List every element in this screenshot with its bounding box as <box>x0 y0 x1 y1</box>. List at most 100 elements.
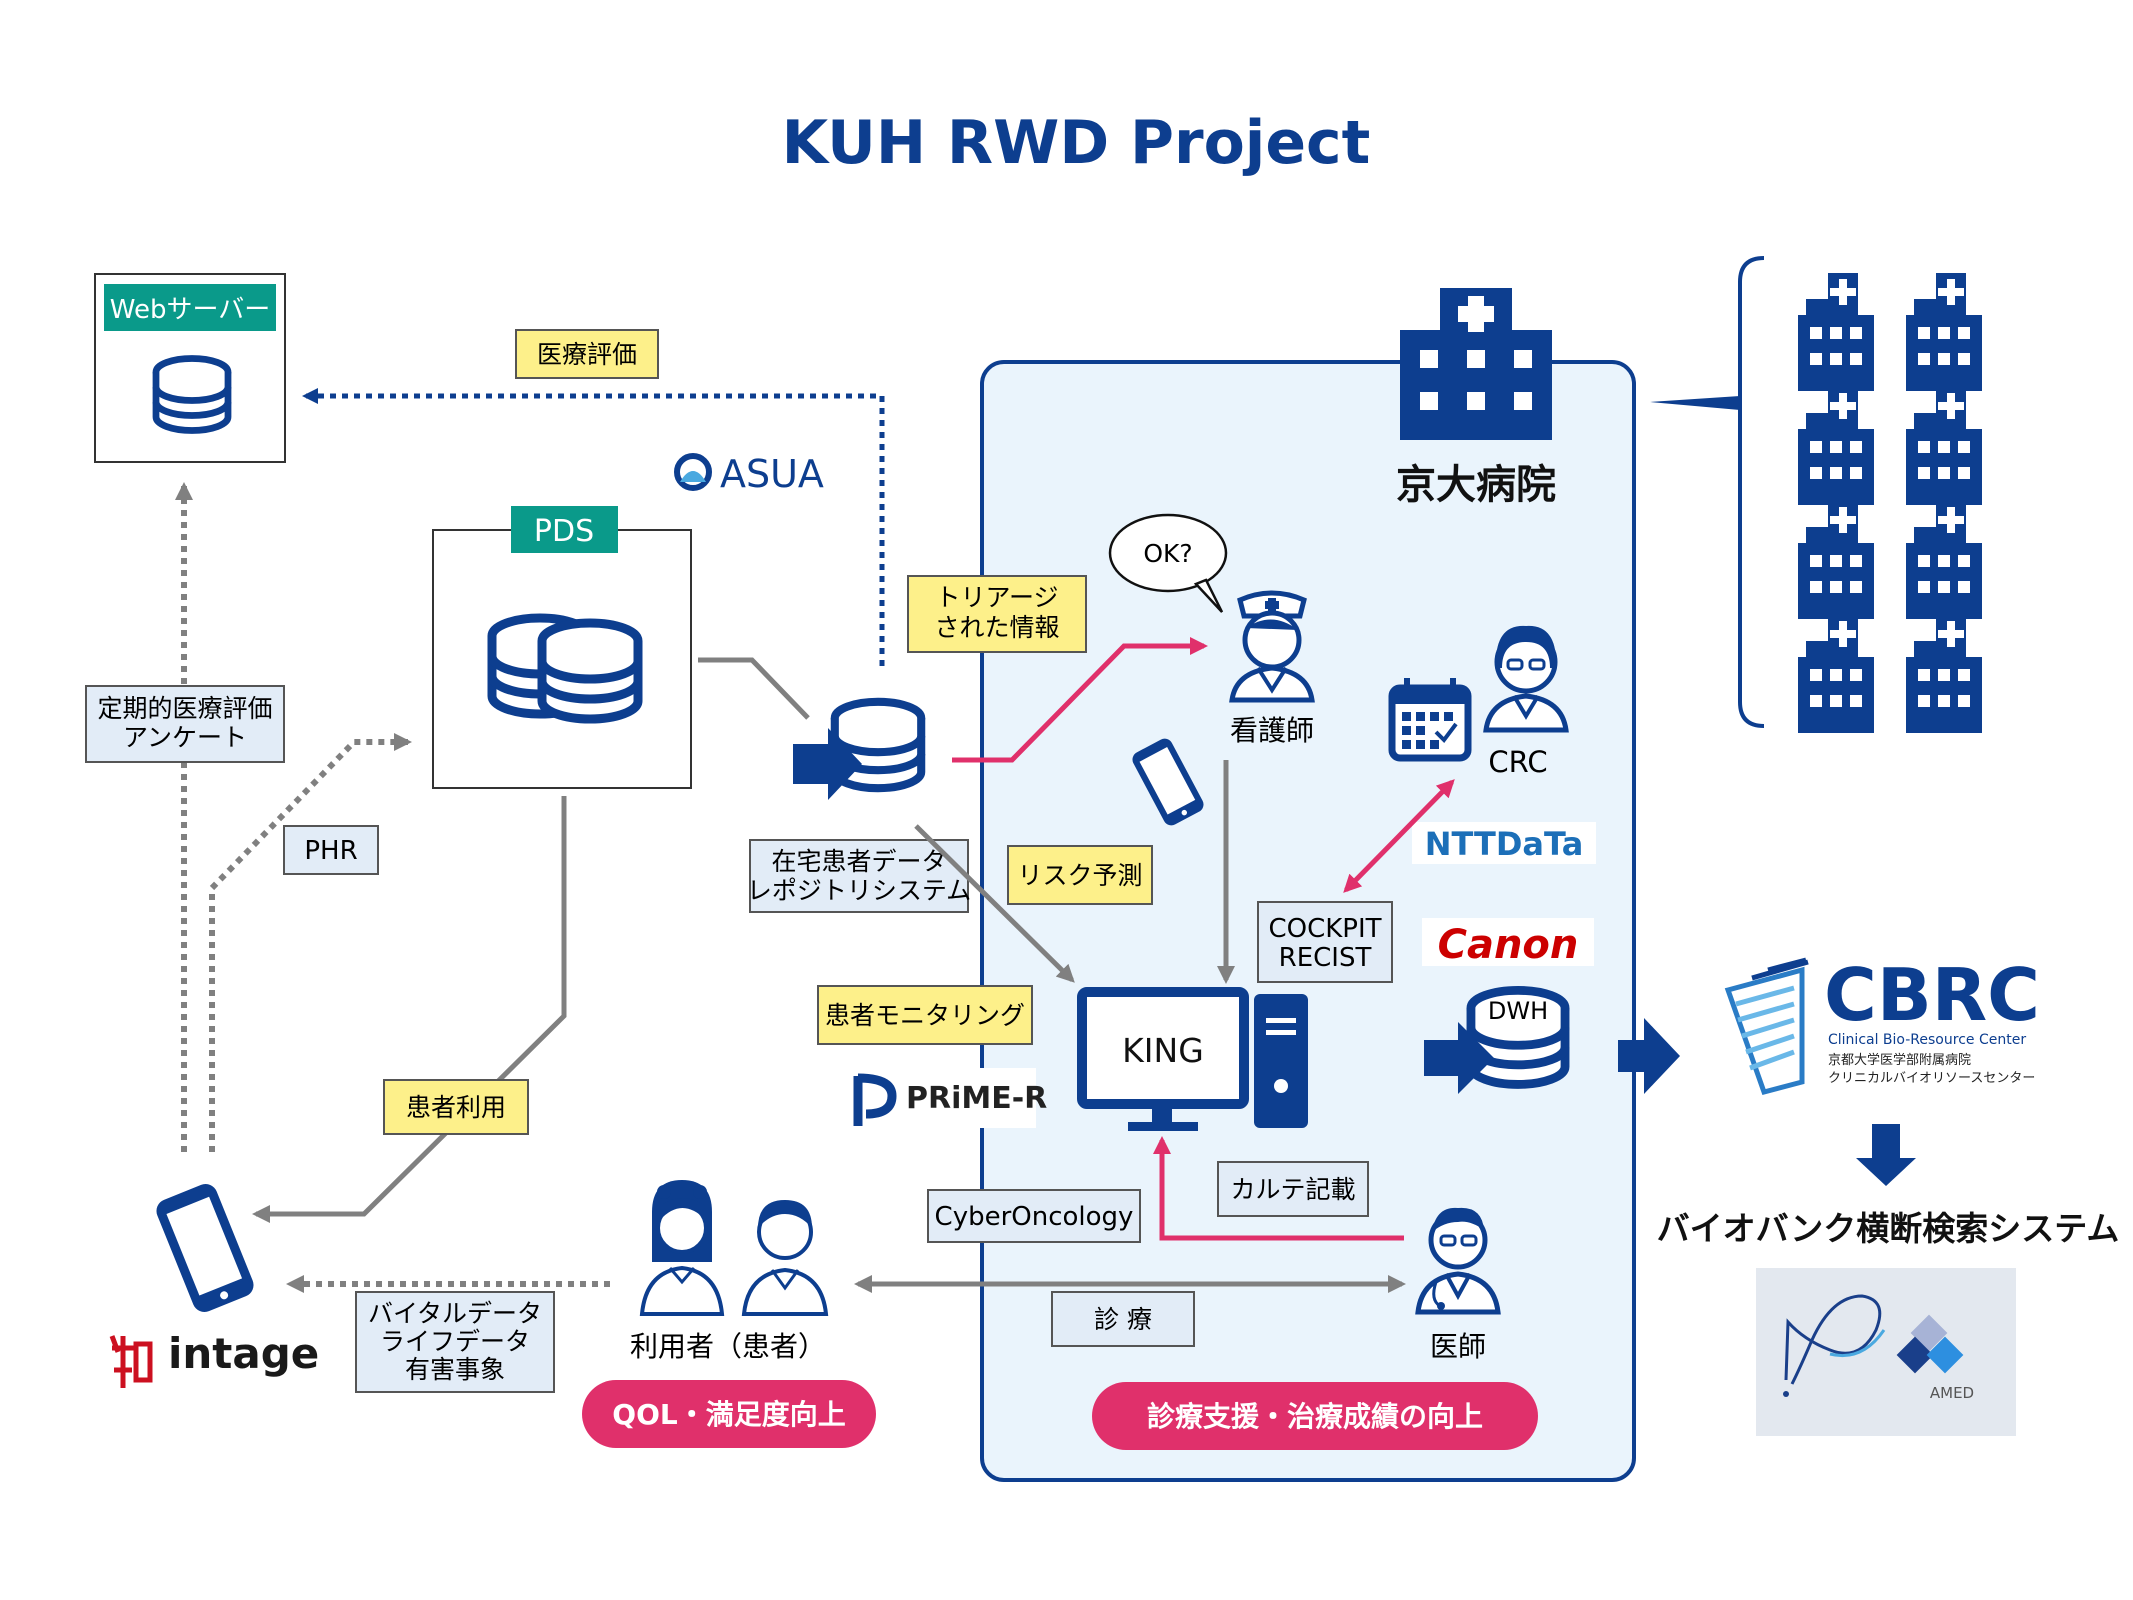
pds-label: PDS <box>534 514 594 549</box>
doctor-icon <box>1415 1207 1501 1315</box>
male-user-icon <box>741 1200 829 1316</box>
cbrc-subtitle: 京都大学医学部附属病院 <box>1828 1052 1971 1068</box>
building-icon <box>1798 387 1874 505</box>
hospital-label: 京大病院 <box>1396 462 1556 508</box>
doctor-node: 医師 <box>1415 1207 1501 1363</box>
medical-eval-flow <box>302 388 885 666</box>
tag-text: 診 療 <box>1094 1305 1152 1334</box>
tag-text: 定期的医療評価 <box>97 694 272 723</box>
cbrc-subtitle: Clinical Bio-Resource Center <box>1828 1032 2026 1048</box>
cockpit-label: COCKPIT <box>1268 914 1381 944</box>
tag-vital-data: バイタルデータ ライフデータ 有害事象 <box>355 1291 555 1393</box>
tag-text: 医療評価 <box>537 340 637 369</box>
cbrc-text: CBRC <box>1824 953 2040 1037</box>
users-label: 利用者（患者） <box>630 1330 826 1363</box>
tag-text: 患者利用 <box>406 1093 506 1122</box>
nurse-icon <box>1229 590 1315 703</box>
tag-patient-monitoring: 患者モニタリング <box>817 985 1033 1045</box>
tag-text: 有害事象 <box>405 1355 505 1384</box>
badge-qol: QOL・満足度向上 <box>582 1380 876 1448</box>
input-arrow-icon <box>1424 1022 1494 1094</box>
crc-person-icon <box>1483 625 1569 733</box>
badge-text: QOL・満足度向上 <box>612 1398 845 1431</box>
home-repo-label-1: 在宅患者データ <box>771 847 946 876</box>
tag-text: ライフデータ <box>380 1327 530 1356</box>
tag-text: アンケート <box>123 723 247 752</box>
home-repository-node: 在宅患者データ レポジトリシステム <box>747 702 971 913</box>
tag-periodic-survey: 定期的医療評価 アンケート <box>85 685 285 763</box>
pds-node: PDS <box>432 506 692 789</box>
users-node: 利用者（患者） <box>630 1180 829 1363</box>
tag-text: された情報 <box>934 613 1059 642</box>
pds-to-repository-line <box>698 657 810 720</box>
ntt-data-text: NTTDaTa <box>1425 825 1584 863</box>
canon-logo: Canon <box>1422 918 1594 968</box>
doctor-label: 医師 <box>1430 1330 1486 1363</box>
prime-r-text: PRiME-R <box>906 1081 1047 1116</box>
tag-text: 患者モニタリング <box>825 1001 1025 1030</box>
database-icon <box>156 359 228 431</box>
input-arrow-icon <box>793 728 862 800</box>
building-icon <box>1906 615 1982 733</box>
tag-text: トリアージ <box>935 583 1058 612</box>
tag-text: バイタルデータ <box>368 1299 542 1328</box>
prime-r-logo: PRiME-R <box>850 1068 1047 1128</box>
building-icon <box>1906 273 1982 391</box>
ntt-data-logo: NTTDaTa <box>1412 822 1596 864</box>
king-node: KING <box>1077 987 1308 1131</box>
amed-text: AMED <box>1930 1384 1974 1402</box>
building-icon <box>1906 387 1982 505</box>
tag-phr: PHR <box>283 825 379 875</box>
cbrc-mark-icon <box>1724 957 1809 1096</box>
intage-text: intage <box>168 1329 319 1378</box>
dwh-node: DWH <box>1424 990 1565 1094</box>
database-icon <box>542 623 638 719</box>
building-icon <box>1906 501 1982 619</box>
tag-medical-eval: 医療評価 <box>515 329 659 379</box>
dwh-to-cbrc-arrow <box>1618 1018 1680 1094</box>
cyber-oncology-box: CyberOncology <box>927 1189 1141 1243</box>
triage-flow <box>952 637 1208 763</box>
tag-risk-prediction: リスク予測 <box>1007 845 1153 905</box>
nurse-speech-bubble: OK? <box>1143 539 1192 568</box>
female-user-icon <box>639 1180 725 1316</box>
tag-consultation: 診 療 <box>1051 1291 1195 1347</box>
tag-karte-entry: カルテ記載 <box>1217 1161 1369 1217</box>
phr-flow <box>209 733 412 1152</box>
badge-text: 診療支援・治療成績の向上 <box>1147 1400 1483 1433</box>
dwh-label: DWH <box>1488 997 1548 1025</box>
cockpit-recist-box: COCKPIT RECIST <box>1257 901 1393 983</box>
smartphone-icon <box>152 1180 258 1316</box>
crc-node: CRC <box>1483 625 1569 779</box>
tag-triage: トリアージ された情報 <box>907 575 1087 653</box>
home-repo-label-2: レポジトリシステム <box>747 876 971 905</box>
cbrc-logo: CBRC Clinical Bio-Resource Center 京都大学医学… <box>1724 953 2040 1096</box>
asua-text: ASUA <box>720 452 824 496</box>
cyber-oncology-label: CyberOncology <box>935 1202 1134 1232</box>
building-icon <box>1798 501 1874 619</box>
building-icon <box>1798 615 1874 733</box>
cbrc-to-biobank-arrow <box>1856 1124 1916 1186</box>
tag-patient-use: 患者利用 <box>383 1079 529 1135</box>
tag-text: PHR <box>304 836 357 866</box>
page-title: KUH RWD Project <box>782 108 1371 178</box>
hospital-building-icon <box>1400 288 1552 440</box>
computer-tower-icon <box>1254 994 1308 1128</box>
asua-logo: ASUA <box>674 452 824 496</box>
intage-logo: intage <box>109 1329 319 1388</box>
cbrc-subtitle: クリニカルバイオリソースセンター <box>1828 1071 2035 1086</box>
building-icon <box>1798 273 1874 391</box>
nurse-label: 看護師 <box>1230 714 1314 747</box>
crc-cockpit-flow <box>1343 779 1455 893</box>
web-server-label: Webサーバー <box>110 295 270 325</box>
karte-entry-flow <box>1153 1136 1404 1241</box>
tag-text: カルテ記載 <box>1230 1175 1355 1204</box>
crc-label: CRC <box>1488 745 1547 779</box>
web-server-node: Webサーバー <box>94 273 286 463</box>
biobank-label: バイオバンク横断検索システム <box>1657 1209 2120 1248</box>
biobank-amed-panel: AMED <box>1756 1268 2016 1436</box>
badge-care-support: 診療支援・治療成績の向上 <box>1092 1382 1538 1450</box>
tag-text: リスク予測 <box>1017 861 1142 890</box>
calendar-icon <box>1388 678 1472 762</box>
